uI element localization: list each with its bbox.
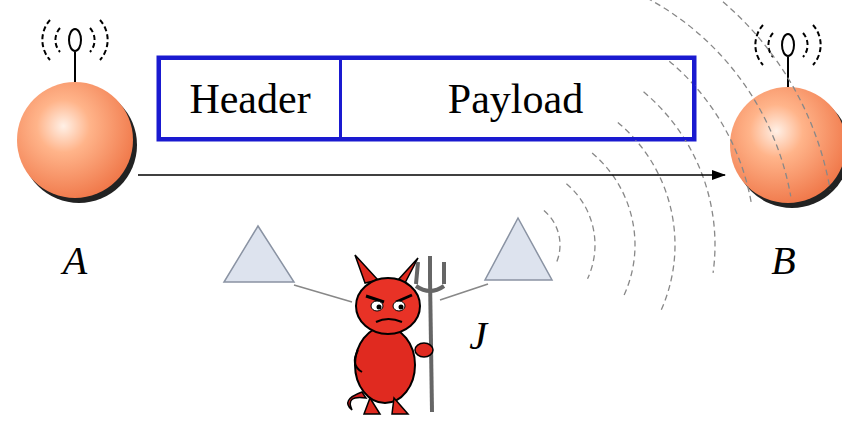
station-node: B bbox=[725, 20, 842, 292]
header-field: Header bbox=[158, 57, 342, 140]
node-label: A bbox=[63, 237, 87, 284]
wave-arc bbox=[646, 0, 790, 196]
payload-field: Payload bbox=[339, 57, 695, 140]
station-node: A bbox=[12, 20, 138, 292]
wave-arc bbox=[644, 92, 715, 273]
antenna-triangle bbox=[224, 226, 294, 282]
wave-arc bbox=[544, 211, 560, 264]
transmission-arrow bbox=[138, 174, 725, 176]
jamming-waves bbox=[544, 0, 830, 313]
antenna-triangle bbox=[485, 218, 552, 280]
wave-arc bbox=[669, 61, 751, 203]
node-label: Header bbox=[189, 75, 310, 123]
packet-frame bbox=[158, 57, 695, 140]
node-label: B bbox=[771, 237, 795, 284]
node-label: Payload bbox=[448, 75, 583, 123]
antenna-feed bbox=[440, 284, 488, 300]
wave-arc bbox=[665, 0, 830, 189]
wave-arc bbox=[618, 122, 675, 312]
wave-arc bbox=[566, 184, 595, 279]
jammer-devil bbox=[348, 255, 444, 414]
station-a-symbol bbox=[17, 20, 137, 203]
jammer-node: J bbox=[320, 250, 495, 420]
node-label: J bbox=[469, 312, 487, 359]
antenna-feed bbox=[294, 285, 352, 302]
